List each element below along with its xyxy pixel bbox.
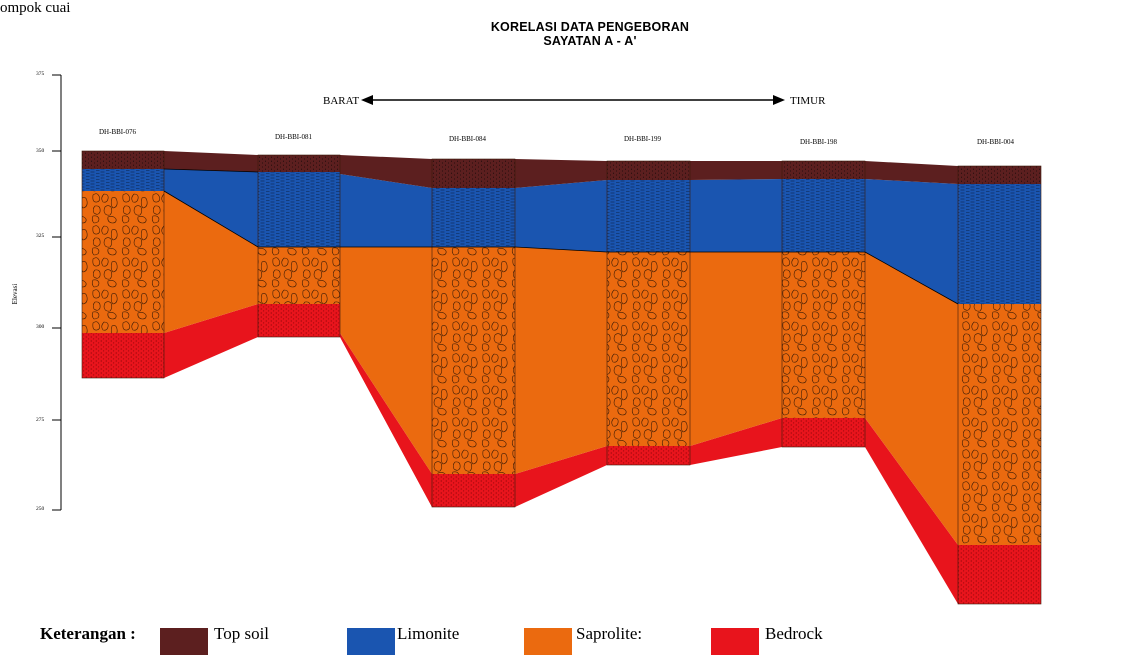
legend-label-limonite: Limonite xyxy=(397,624,460,643)
borehole-198 xyxy=(781,160,866,448)
drill-hole-label-198: DH-BBI-198 xyxy=(800,138,837,146)
legend-label-saprolite: Saprolite: xyxy=(576,624,643,643)
borehole-076 xyxy=(81,150,165,379)
drill-hole-label-081: DH-BBI-081 xyxy=(275,133,312,141)
y-tick-250: 250 xyxy=(36,506,45,512)
title-line-1: KORELASI DATA PENGEBORAN xyxy=(490,20,690,34)
direction-arrow xyxy=(361,95,785,105)
direction-west-label: BARAT xyxy=(323,95,360,107)
bedrock-correlation xyxy=(164,304,958,604)
y-tick-275: 275 xyxy=(36,417,45,423)
contact-lines xyxy=(163,168,959,305)
drill-hole-label-084: DH-BBI-084 xyxy=(449,135,486,143)
legend-swatch-limonite xyxy=(347,628,395,655)
drill-hole-label-076: DH-BBI-076 xyxy=(99,128,136,136)
y-tick-350: 350 xyxy=(36,148,45,154)
legend-swatch-topsoil xyxy=(160,628,208,655)
clipped-text-fragment: ompok cuai xyxy=(0,0,71,16)
drill-hole-label-199: DH-BBI-199 xyxy=(624,135,661,143)
legend-label-topsoil: Top soil xyxy=(214,624,270,643)
limonite-correlation xyxy=(164,169,958,304)
borehole-084 xyxy=(431,158,516,508)
legend-swatch-saprolite xyxy=(524,628,572,655)
drill-hole-label-004: DH-BBI-004 xyxy=(977,138,1014,146)
direction-east-label: TIMUR xyxy=(790,95,826,107)
y-tick-325: 325 xyxy=(36,233,45,239)
topsoil-correlation xyxy=(164,151,958,188)
y-tick-300: 300 xyxy=(36,324,45,330)
title-line-2: SAYATAN A - A' xyxy=(543,34,637,48)
legend-title: Keterangan : xyxy=(40,624,136,643)
saprolite-correlation xyxy=(164,191,958,545)
borehole-199 xyxy=(606,160,691,466)
legend-label-bedrock: Bedrock xyxy=(765,624,823,643)
legend-swatch-bedrock xyxy=(711,628,759,655)
borehole-004 xyxy=(957,165,1042,605)
borehole-081 xyxy=(257,154,341,338)
y-tick-375: 375 xyxy=(36,71,45,77)
